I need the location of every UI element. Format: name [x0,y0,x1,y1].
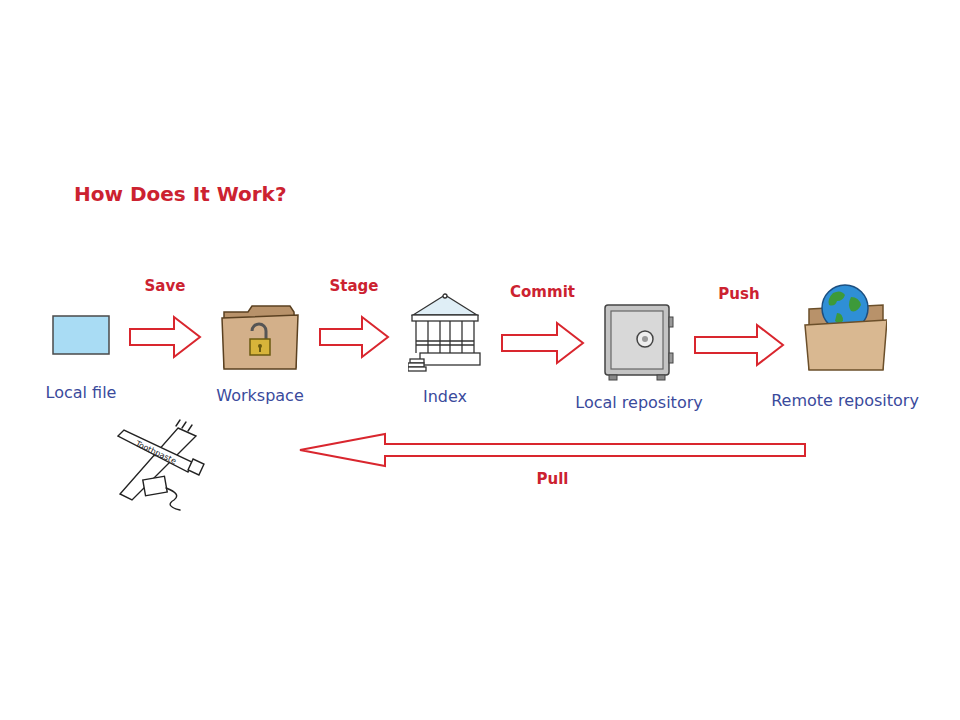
floss-thread [166,488,180,510]
block-arrow [502,323,583,363]
icon-node: Local repository [603,303,675,381]
arrow-label: Push [718,285,759,303]
arrow-label: Save [145,277,186,295]
block-arrow [130,317,200,357]
node-icon-shape [222,306,298,369]
icon-node: Remote repository [803,283,887,371]
node-label: Index [423,387,467,406]
floss-box [143,476,167,496]
node-icon [803,283,887,371]
tube-text: Toothpaste [134,439,177,466]
node-icon-shape [408,294,480,371]
node-label: Remote repository [771,391,919,410]
node-icon [220,303,300,370]
node-icon [52,315,110,355]
node-label: Local file [46,383,117,402]
node-icon [408,293,482,377]
icon-node: Workspace [220,303,300,370]
node-icon [603,303,675,381]
node-icon-shape [805,285,887,370]
tube-cap [188,459,204,475]
block-arrow [300,434,805,466]
node-icon-shape [53,316,109,354]
block-arrow [320,317,388,357]
arrow-label: Pull [537,470,569,488]
node-icon-shape [605,305,673,380]
block-arrow [695,325,783,365]
diagram-title: How Does It Work? [74,182,287,206]
icon-node: Local file [52,315,110,355]
toothpaste-tube [118,430,192,472]
icon-node: Index [408,293,482,377]
arrow-label: Commit [510,283,575,301]
arrow-label: Stage [329,277,378,295]
node-label: Workspace [216,386,303,405]
node-label: Local repository [575,393,702,412]
bristles [176,420,192,431]
